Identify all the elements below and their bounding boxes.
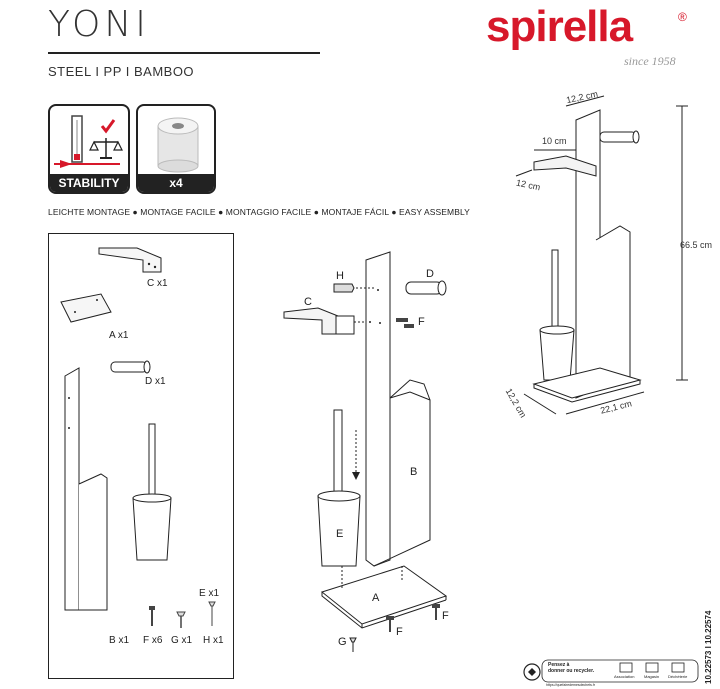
diagram-letter-a: A — [372, 592, 380, 604]
recycle-step1: Association — [614, 674, 635, 679]
product-codes-text: 10.22573 I 10.22574 — [704, 610, 713, 684]
diagram-letter-h: H — [336, 270, 344, 282]
part-c-label: C x1 — [147, 278, 168, 289]
stability-icon — [54, 115, 123, 168]
easy-assembly-line: LEICHTE MONTAGE ● MONTAGE FACILE ● MONTA… — [48, 207, 470, 217]
registered-mark: ® — [678, 10, 687, 24]
shop-icon — [645, 662, 659, 673]
diagram-letter-b: B — [410, 466, 418, 478]
part-g-label: G x1 — [171, 635, 193, 646]
diagram-letter-c: C — [304, 296, 312, 308]
rolls-badge: x4 — [136, 104, 216, 194]
part-h-label: H x1 — [203, 635, 224, 646]
recycling-center-icon — [671, 662, 685, 673]
product-title: YONI — [48, 4, 150, 45]
recycle-step3: Déchèterie — [668, 674, 688, 679]
recycle-line2: donner ou recycler. — [548, 668, 595, 674]
brand-logo: spirella — [486, 2, 633, 51]
diagram-letter-f-left: F — [396, 626, 403, 638]
part-d-label: D x1 — [145, 376, 166, 387]
recycle-graphic — [523, 659, 699, 683]
parts-list-box: C x1 A x1 D x1 E x1 B x1 F x6 G x1 H x1 — [48, 233, 234, 679]
dim-height: 66.5 cm — [680, 240, 713, 250]
recycle-url: https://quefairedemesdechets.fr — [546, 683, 596, 687]
toilet-roll-icon — [157, 117, 199, 173]
part-e-label: E x1 — [199, 588, 220, 599]
diagram-letter-e: E — [336, 528, 344, 540]
diagram-letter-d: D — [426, 268, 434, 280]
title-rule — [48, 52, 320, 54]
stability-badge: STABILITY — [48, 104, 130, 194]
materials-line: STEEL I PP I BAMBOO — [48, 64, 195, 79]
part-a-label: A x1 — [109, 330, 129, 341]
rolls-label: x4 — [138, 174, 214, 192]
dim-shelf-width: 10 cm — [542, 136, 567, 146]
recycle-footer: Pensez à donner ou recycler. Association… — [522, 658, 702, 687]
parts-drawing — [60, 247, 216, 628]
recycle-line1: Pensez à — [548, 662, 570, 668]
diagram-letter-f-right: F — [442, 610, 449, 622]
diagram-letter-g: G — [338, 636, 347, 648]
part-b-label: B x1 — [109, 635, 130, 646]
part-f-label: F x6 — [143, 635, 163, 646]
brand-tagline: since 1958 — [624, 54, 676, 68]
product-codes: 10.22573 I 10.22574 — [704, 584, 718, 684]
association-icon — [619, 662, 633, 673]
diagram-letter-f-top: F — [418, 316, 425, 328]
stability-label: STABILITY — [50, 174, 128, 192]
recycle-step2: Magasin — [644, 674, 660, 679]
